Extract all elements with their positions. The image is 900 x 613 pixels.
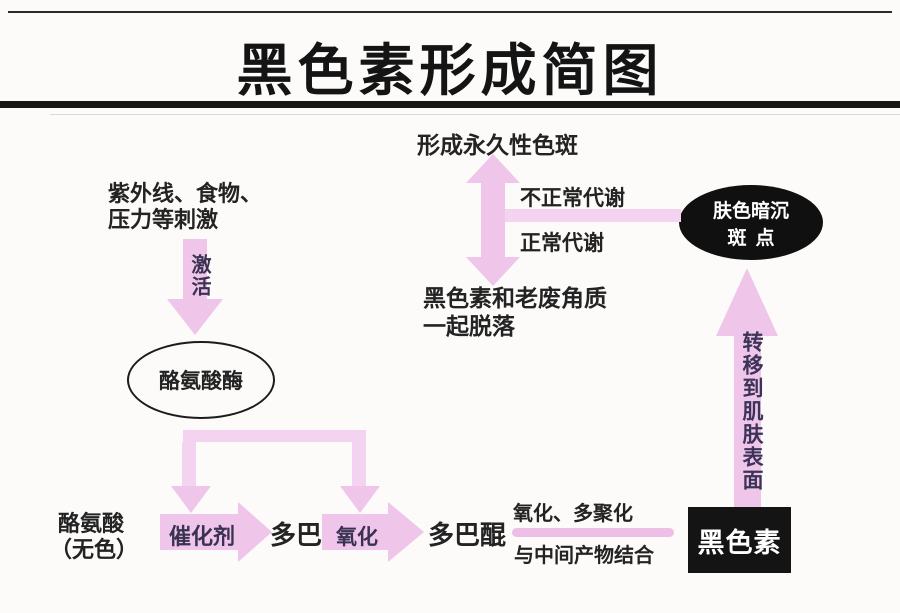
- transfer-to-skin-label: 转移到肌肤表面: [740, 331, 764, 492]
- title-underline-faint: [50, 114, 900, 115]
- dull-skin-label-line1: 肤色暗沉: [712, 200, 789, 222]
- shed-label-line2: 一起脱落: [423, 314, 515, 339]
- shed-label: 黑色素和老废角质 一起脱落: [423, 285, 607, 341]
- metabolism-bar: [497, 209, 681, 222]
- branch-left-arm: [182, 442, 196, 488]
- combine-intermediate-label: 与中间产物结合: [514, 545, 654, 567]
- catalyst-arrow-shaft: [160, 514, 238, 550]
- branch-right-arrow-down-icon: [340, 486, 380, 513]
- dull-skin-label-line2: 斑点: [727, 227, 784, 249]
- dopaquinone-label: 多巴醌: [428, 521, 507, 550]
- shed-label-line1: 黑色素和老废角质: [423, 286, 607, 311]
- normal-metabolism-label: 正常代谢: [520, 231, 604, 255]
- branch-left-arrow-down-icon: [171, 486, 211, 513]
- combine-arrow-line: [512, 528, 674, 537]
- oxidation-label: 氧化: [336, 525, 378, 549]
- catalyst-label: 催化剂: [168, 524, 235, 549]
- branch-right-arm: [352, 442, 366, 488]
- activate-label: 激活: [188, 254, 210, 298]
- activate-arrow-shaft: [183, 239, 207, 301]
- melanin-box: 黑色素: [688, 507, 791, 573]
- metabolism-double-arrow-shaft: [481, 180, 505, 260]
- title-underline: [0, 101, 900, 108]
- stimuli-label: 紫外线、食物、 压力等刺激: [108, 181, 262, 233]
- abnormal-metabolism-label: 不正常代谢: [520, 186, 625, 210]
- oxidation-arrow-right-icon: [388, 502, 424, 562]
- tyrosine-label-line1: 酪氨酸: [58, 511, 125, 536]
- dopa-label: 多巴: [270, 521, 323, 550]
- permanent-spot-label: 形成永久性色斑: [417, 133, 578, 158]
- dull-skin-oval: 肤色暗沉 斑点: [679, 185, 823, 260]
- metabolism-arrow-down-icon: [466, 257, 520, 286]
- transfer-arrow-shaft: [734, 334, 761, 507]
- oxidation-polymerization-label: 氧化、多聚化: [513, 503, 633, 525]
- stimuli-label-line1: 紫外线、食物、: [108, 181, 263, 206]
- tyrosinase-label: 酪氨酸酶: [159, 369, 243, 393]
- stimuli-label-line2: 压力等刺激: [108, 207, 219, 232]
- branch-connector-bar: [183, 430, 366, 442]
- top-border-line: [8, 11, 892, 13]
- melanin-label: 黑色素: [697, 527, 782, 558]
- tyrosine-label-line2: （无色）: [50, 537, 139, 562]
- tyrosine-label: 酪氨酸 （无色）: [50, 511, 138, 563]
- oxidation-arrow-shaft: [322, 514, 388, 550]
- page-title: 黑色素形成简图: [236, 41, 664, 103]
- activate-arrow-down-icon: [167, 299, 223, 335]
- transfer-arrow-up-icon: [716, 268, 778, 336]
- tyrosinase-oval: 酪氨酸酶: [127, 341, 275, 419]
